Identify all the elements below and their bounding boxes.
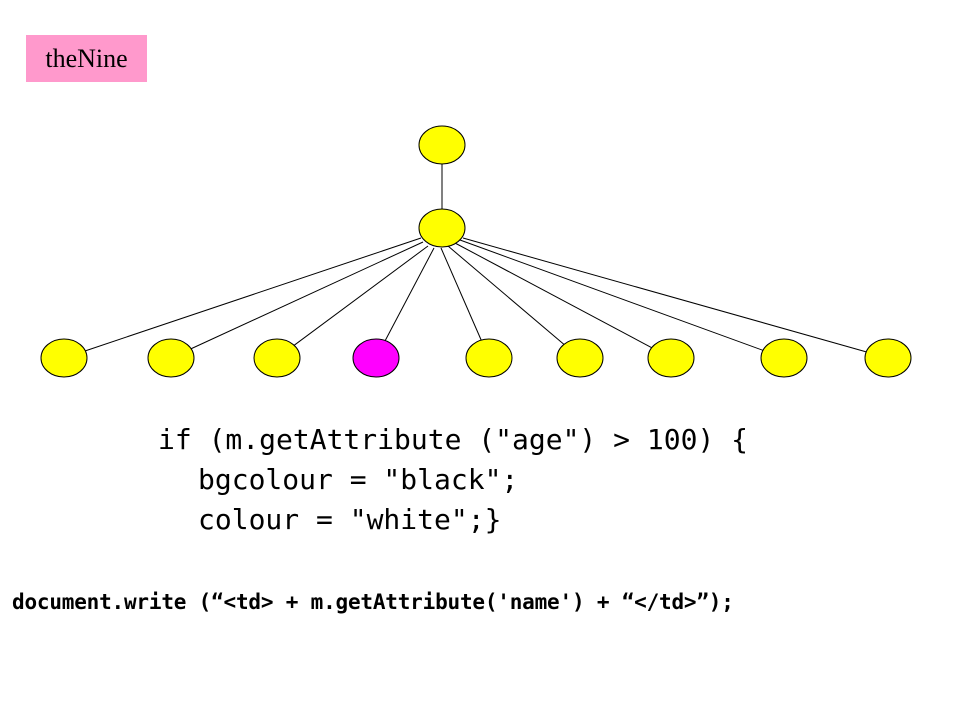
code-block: if (m.getAttribute ("age") > 100) { bgcol… [158,420,748,540]
title-label: theNine [45,43,128,73]
code-line-2: bgcolour = "black"; [198,463,519,496]
child-node-3 [253,338,301,378]
edge-parent-to-child-7 [454,242,652,349]
child-node-9 [864,338,912,378]
title-label-box: theNine [26,35,147,82]
edge-parent-to-child-5 [440,247,482,341]
code-line-3: colour = "white";} [198,503,502,536]
child-node-5 [465,338,513,378]
edge-parent-to-child-3 [293,245,429,346]
child-node-7 [647,338,695,378]
edge-parent-to-child-2 [190,241,424,350]
child-node-6 [556,338,604,378]
child-node-4 [352,338,400,378]
document-write-statement: document.write (“<td> + m.getAttribute('… [12,590,734,614]
edge-parent-to-child-8 [459,239,764,351]
root-node [418,125,466,165]
code-line-1: if (m.getAttribute ("age") > 100) { [158,423,749,456]
child-node-8 [760,338,808,378]
parent-node [418,208,466,248]
tree-nodes [40,125,912,378]
edge-parent-to-child-9 [462,237,867,353]
child-node-1 [40,338,88,378]
edge-parent-to-child-1 [85,237,422,352]
edge-parent-to-child-6 [447,245,565,345]
tree-edges [85,164,867,353]
child-node-2 [147,338,195,378]
edge-parent-to-child-4 [384,247,435,341]
